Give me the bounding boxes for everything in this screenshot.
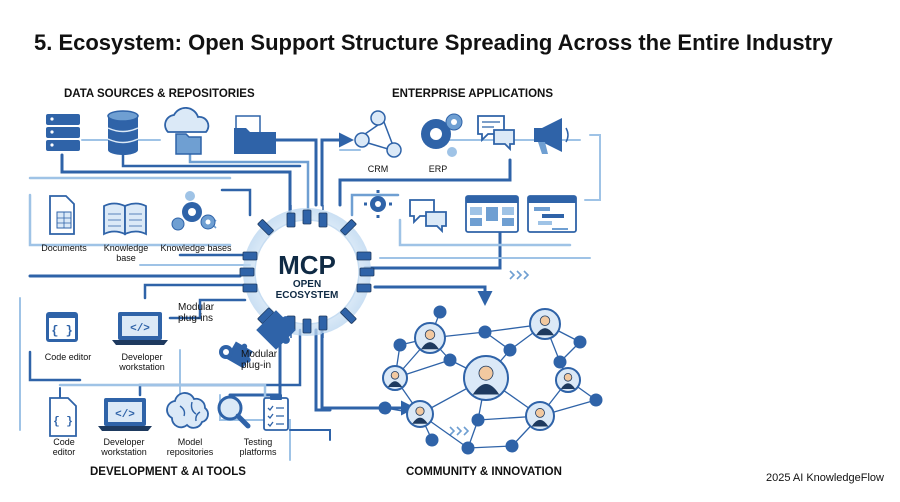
laptop-code-icon: </>	[112, 312, 168, 345]
network-dot	[505, 439, 519, 453]
person-avatar-icon	[529, 308, 561, 340]
plugin-puzzle-icons	[219, 310, 296, 369]
document-icon	[49, 195, 75, 235]
label-testing-platforms: Testing platforms	[239, 437, 277, 457]
person-avatar-icon	[555, 367, 581, 393]
label-code-editor-bottom: Code editor	[52, 437, 76, 457]
gear-icon	[364, 190, 392, 218]
network-dot	[443, 353, 457, 367]
network-dot	[503, 343, 517, 357]
label-model-repositories: Model repositories	[166, 437, 214, 457]
brain-icon	[166, 392, 209, 429]
section-title-community: COMMUNITY & INNOVATION	[406, 466, 562, 478]
kanban-board-icon	[465, 195, 519, 233]
person-avatar-icon	[463, 355, 509, 401]
label-modular-plugins: Modular plug-ins	[178, 302, 215, 324]
network-dot	[433, 305, 447, 319]
label-knowledge-base: Knowledge base	[103, 243, 149, 263]
network-dot	[461, 441, 475, 455]
laptop-code-icon: </>	[98, 398, 152, 431]
hub-subtitle-2: ECOSYSTEM	[275, 290, 339, 301]
label-crm: CRM	[367, 164, 389, 174]
people-network-icon	[378, 305, 603, 455]
person-avatar-icon	[406, 400, 434, 428]
label-modular-plugin: Modular plug-in	[241, 349, 278, 371]
chat-bubbles-icon	[477, 115, 515, 152]
network-link	[467, 445, 513, 449]
mcp-hub	[239, 205, 375, 338]
server-stack-icon	[46, 114, 80, 151]
network-dot	[378, 401, 392, 415]
network-dot	[425, 433, 439, 447]
section-title-dev-tools: DEVELOPMENT & AI TOOLS	[90, 466, 246, 478]
gantt-chart-icon	[527, 195, 577, 233]
label-knowledge-bases: Knowledge bases	[160, 243, 232, 253]
hub-subtitle-1: OPEN	[292, 279, 322, 290]
footer-credit: 2025 AI KnowledgeFlow	[765, 472, 884, 484]
code-file-icon: { }	[49, 397, 77, 437]
network-dot	[393, 338, 407, 352]
section-title-data-sources: DATA SOURCES & REPOSITORIES	[64, 88, 255, 100]
hub-title: MCP	[278, 250, 336, 280]
network-dot	[478, 325, 492, 339]
network-dot	[573, 335, 587, 349]
code-editor-icon: { }	[46, 312, 78, 342]
section-title-enterprise: ENTERPRISE APPLICATIONS	[392, 88, 554, 100]
file-folder-icon	[234, 115, 276, 154]
label-code-editor-top: Code editor	[44, 352, 92, 362]
page-title: 5. Ecosystem: Open Support Structure Spr…	[34, 30, 833, 55]
svg-text:{ }: { }	[53, 416, 73, 428]
label-documents: Documents	[41, 243, 87, 253]
person-avatar-icon	[414, 322, 446, 354]
person-avatar-icon	[382, 365, 408, 391]
network-dot	[589, 393, 603, 407]
open-book-icon	[103, 202, 147, 236]
label-dev-workstation-top: Developer workstation	[119, 352, 165, 372]
network-dot	[471, 413, 485, 427]
chat-icon	[409, 199, 447, 234]
svg-text:</>: </>	[115, 409, 135, 421]
megaphone-icon	[534, 118, 569, 154]
person-avatar-icon	[525, 401, 555, 431]
crm-network-icon	[354, 110, 402, 158]
checklist-icon	[263, 394, 289, 431]
database-icon	[107, 110, 139, 155]
cloud-folder-icon	[164, 106, 210, 155]
label-dev-workstation-bottom: Developer workstation	[101, 437, 147, 457]
magnifier-icon	[217, 395, 251, 429]
network-dot	[553, 355, 567, 369]
svg-text:{ }: { }	[51, 324, 73, 338]
erp-gears-icon	[421, 113, 463, 157]
svg-text:</>: </>	[130, 323, 150, 335]
gears-icon	[171, 191, 216, 231]
label-erp: ERP	[428, 164, 448, 174]
